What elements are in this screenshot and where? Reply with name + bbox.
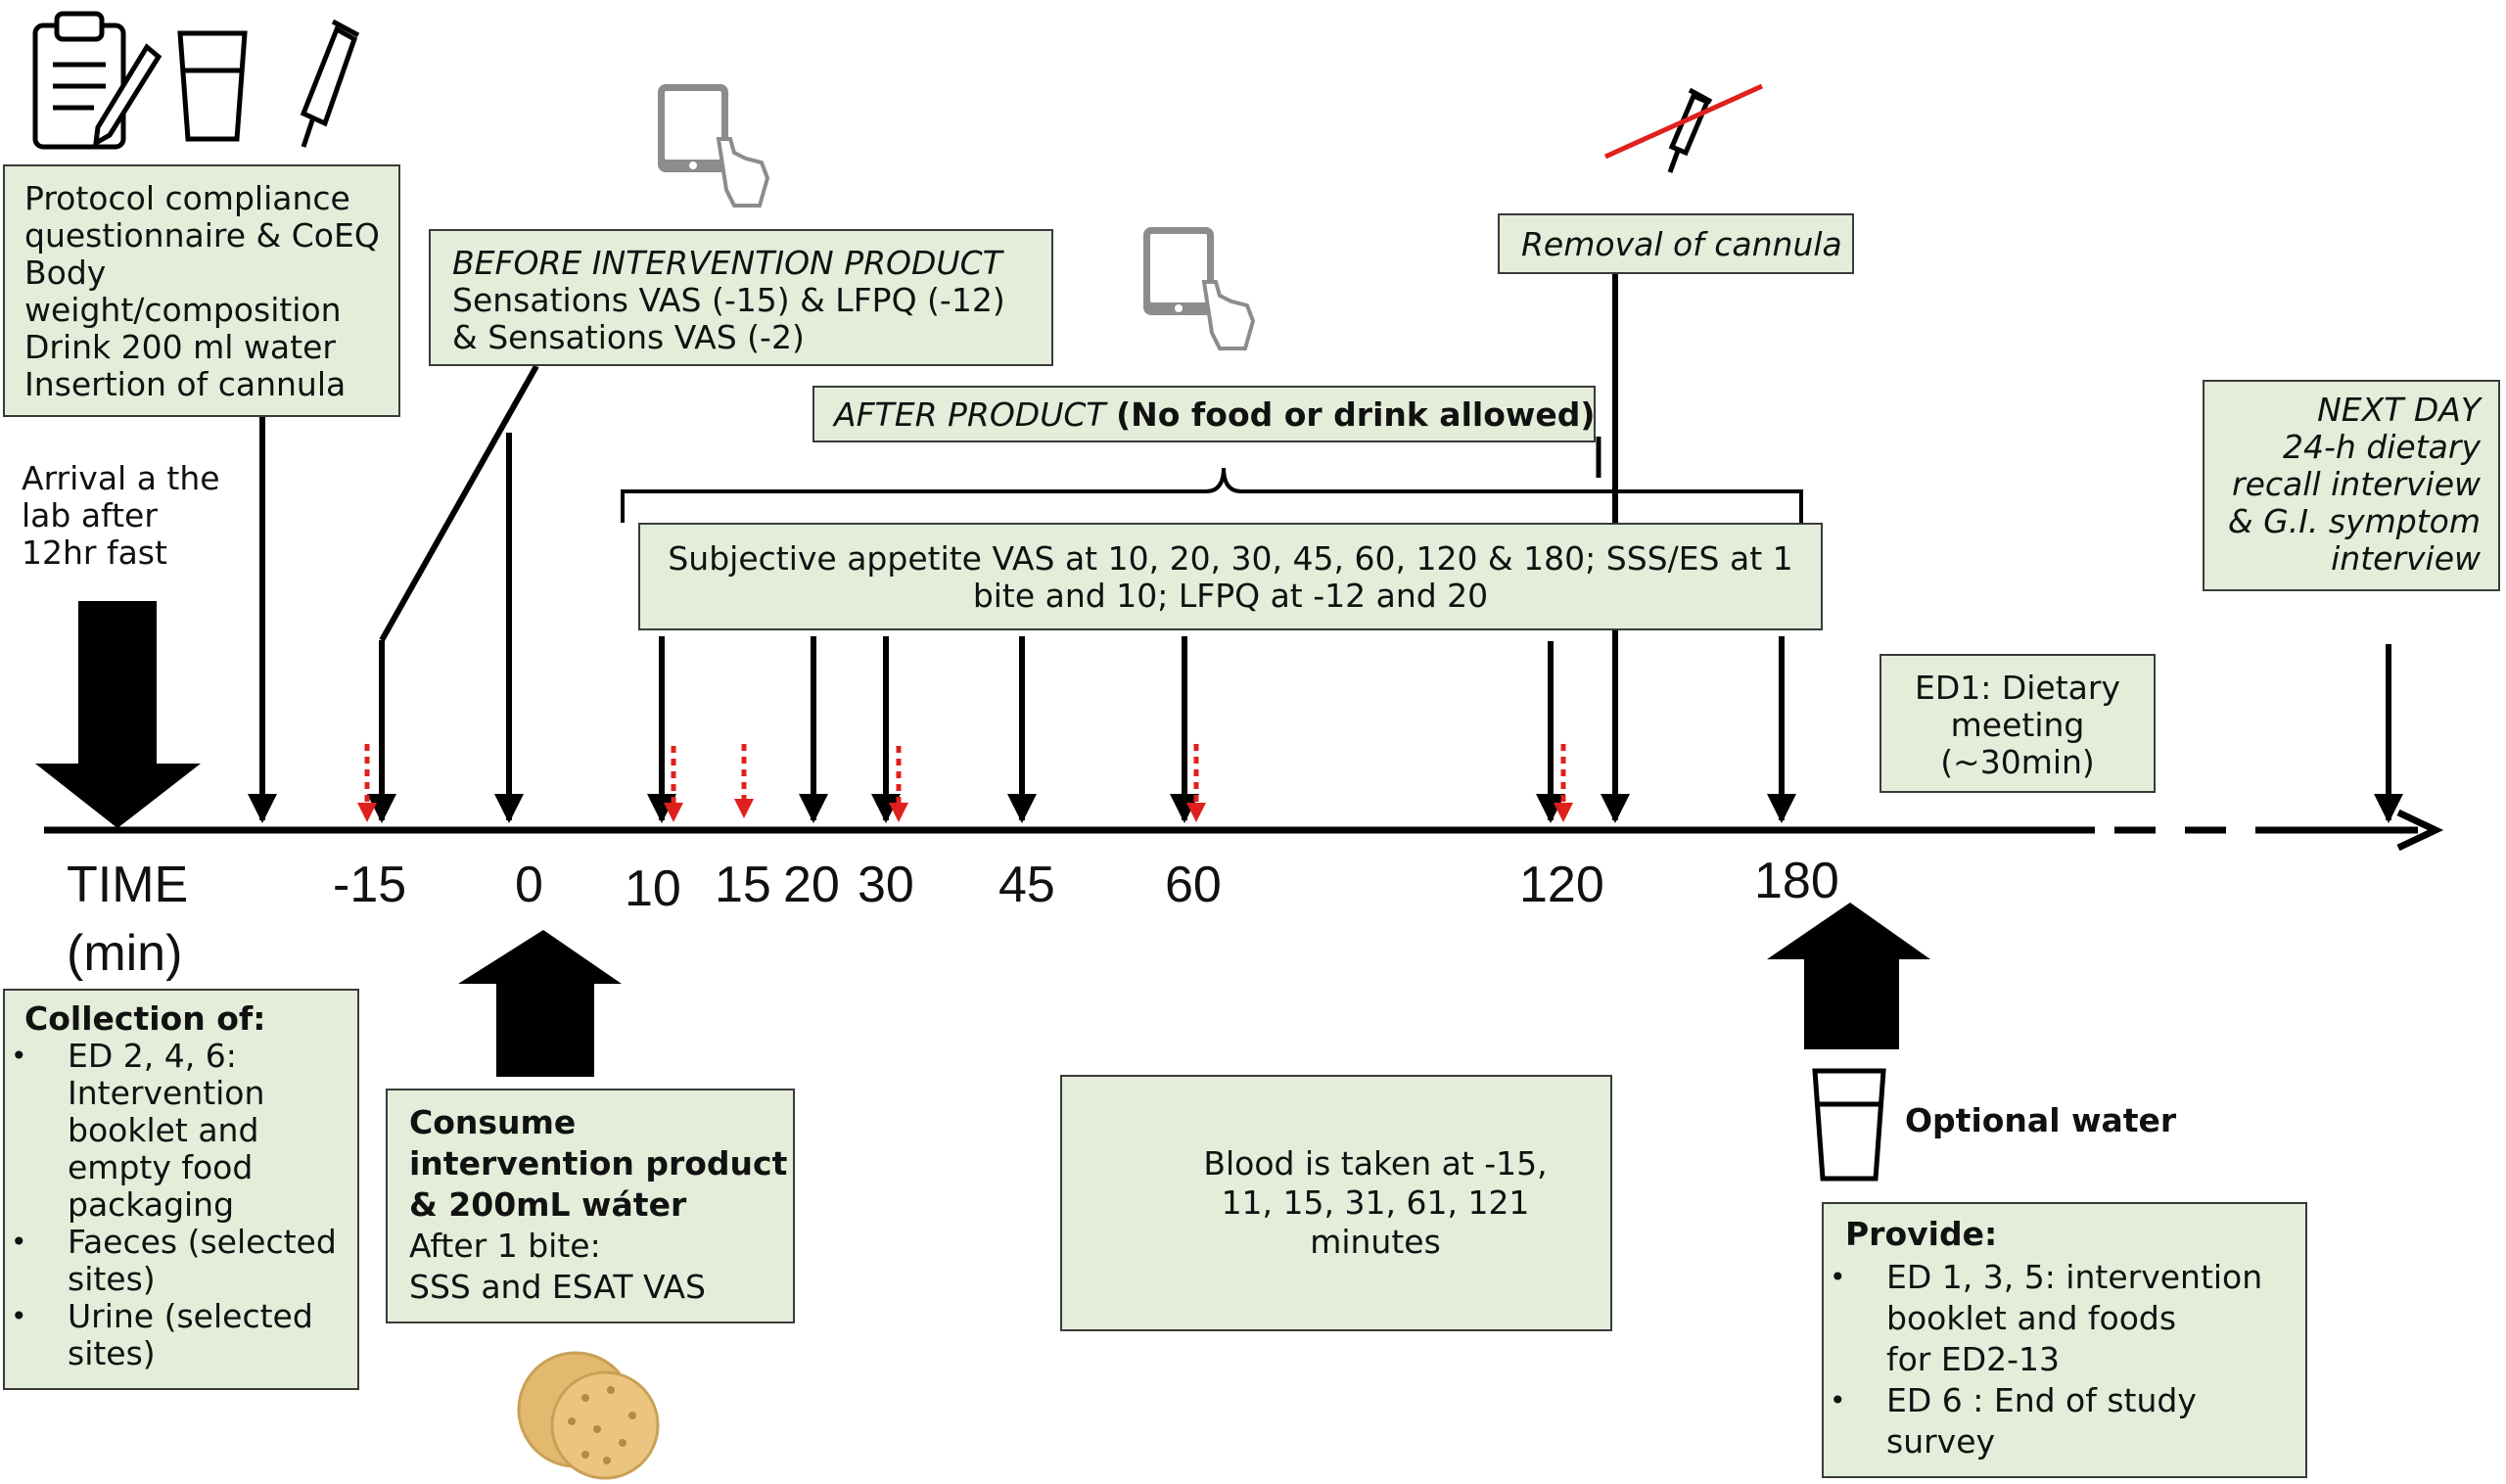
- provide-title: Provide:: [1845, 1215, 1998, 1253]
- consume-bold-line: Consume: [409, 1103, 577, 1141]
- collection-item: Urine (selected sites): [5, 1298, 337, 1372]
- next-day-line: interview: [2331, 539, 2481, 578]
- water-glass-icon: [177, 30, 248, 142]
- collection-item-line: empty food: [68, 1148, 254, 1186]
- time-axis-label: TIME: [67, 857, 189, 913]
- consume-big-arrow: [458, 930, 622, 1077]
- provide-item: ED 1, 3, 5: intervention booklet and foo…: [1824, 1257, 2262, 1380]
- water-glass-icon: [1812, 1068, 1886, 1182]
- collection-item-line: Urine (selected: [68, 1297, 313, 1335]
- arrival-line: Arrival a the: [22, 459, 220, 497]
- before-line: & Sensations VAS (-2): [452, 318, 805, 356]
- before-diagonal-connector: [379, 364, 539, 642]
- collection-item: ED 2, 4, 6: Intervention booklet and emp…: [5, 1038, 337, 1224]
- consume-bold-line: & 200mL wáter: [409, 1185, 687, 1224]
- water-big-arrow: [1767, 903, 1930, 1049]
- ed1-line: ED1: Dietary: [1914, 669, 2120, 707]
- next-day-line: & G.I. symptom: [2227, 502, 2481, 540]
- blood-box: Blood is taken at -15, 11, 15, 31, 61, 1…: [1060, 1075, 1612, 1331]
- provide-item-line: booklet and foods: [1886, 1299, 2177, 1337]
- collection-item-line: Faeces (selected: [68, 1223, 337, 1261]
- collection-item-line: packaging: [68, 1185, 235, 1224]
- provide-item-line: ED 6 : End of study: [1886, 1381, 2197, 1419]
- arrival-line: lab after: [22, 496, 158, 534]
- collection-item-line: ED 2, 4, 6:: [68, 1037, 237, 1075]
- tablet-touch-icon: [1143, 227, 1256, 350]
- before-title: BEFORE INTERVENTION PRODUCT: [452, 244, 1002, 282]
- tablet-touch-icon: [658, 84, 770, 208]
- tick-label: 30: [858, 857, 914, 913]
- ed1-box: ED1: Dietary meeting (~30min): [1880, 654, 2156, 793]
- ed1-line: (~30min): [1940, 743, 2095, 781]
- appetite-line: bite and 10; LFPQ at -12 and 20: [972, 577, 1489, 615]
- next-day-line: NEXT DAY: [2317, 391, 2481, 429]
- tick-label: 20: [783, 857, 840, 913]
- tick-label: 120: [1519, 857, 1604, 913]
- consume-line: SSS and ESAT VAS: [409, 1268, 706, 1306]
- blood-line: Blood is taken at -15,: [1203, 1144, 1548, 1183]
- arrival-line: 12hr fast: [22, 533, 167, 572]
- compliance-line: Protocol compliance: [24, 179, 350, 217]
- clipboard-icon: [32, 11, 162, 150]
- provide-list: ED 1, 3, 5: intervention booklet and foo…: [1824, 1257, 2262, 1462]
- provide-box: Provide: ED 1, 3, 5: intervention bookle…: [1822, 1202, 2307, 1478]
- compliance-box: Protocol compliance questionnaire & CoEQ…: [3, 164, 400, 417]
- next-day-line: recall interview: [2232, 465, 2481, 503]
- provide-item-line: ED 1, 3, 5: intervention: [1886, 1258, 2263, 1296]
- syringe-icon: [300, 19, 360, 148]
- provide-item-line: for ED2-13: [1886, 1340, 2061, 1378]
- after-product-bold: (No food or drink allowed): [1116, 395, 1596, 434]
- timeline-arrowhead: [2396, 809, 2444, 852]
- collection-box: Collection of: ED 2, 4, 6: Intervention …: [3, 989, 359, 1390]
- compliance-line: questionnaire & CoEQ: [24, 216, 380, 255]
- compliance-line: Insertion of cannula: [24, 365, 347, 403]
- next-day-box: NEXT DAY 24-h dietary recall interview &…: [2203, 380, 2500, 591]
- time-axis-unit: (min): [67, 925, 183, 982]
- tick-label: 10: [625, 860, 681, 917]
- optional-water-label: Optional water: [1905, 1101, 2177, 1139]
- crossed-syringe-icon: [1603, 83, 1764, 173]
- provide-item-line: survey: [1886, 1422, 1996, 1461]
- blood-line: 11, 15, 31, 61, 121: [1221, 1183, 1530, 1222]
- compliance-line: Drink 200 ml water: [24, 328, 336, 366]
- ed1-line: meeting: [1950, 706, 2085, 744]
- removal-box: Removal of cannula: [1498, 213, 1854, 274]
- tick-label: 60: [1165, 857, 1222, 913]
- next-day-line: 24-h dietary: [2283, 428, 2481, 466]
- tick-label: 45: [998, 857, 1055, 913]
- before-line: Sensations VAS (-15) & LFPQ (-12): [452, 281, 1005, 319]
- collection-item-line: Intervention: [68, 1074, 265, 1112]
- collection-item-line: sites): [68, 1334, 156, 1372]
- blood-line: minutes: [1310, 1223, 1441, 1261]
- arrival-big-arrow: [35, 601, 201, 828]
- after-product-box: AFTER PRODUCT (No food or drink allowed): [812, 386, 1596, 442]
- removal-text: Removal of cannula: [1521, 225, 1842, 263]
- collection-title: Collection of:: [24, 999, 266, 1038]
- tick-label: 15: [715, 857, 771, 913]
- after-product-label: AFTER PRODUCT (No food or drink allowed): [834, 396, 1595, 434]
- before-intervention-box: BEFORE INTERVENTION PRODUCT Sensations V…: [429, 229, 1053, 366]
- collection-list: ED 2, 4, 6: Intervention booklet and emp…: [5, 1038, 337, 1372]
- tick-label: 180: [1754, 853, 1839, 909]
- tick-label: -15: [333, 857, 407, 913]
- consume-box: Consume intervention product & 200mL wát…: [386, 1089, 795, 1323]
- after-product-bracket: [621, 467, 1803, 523]
- consume-bold-line: intervention product: [409, 1144, 788, 1183]
- after-product-italic: AFTER PRODUCT: [834, 395, 1106, 434]
- cookie-icon: [517, 1351, 660, 1480]
- collection-item-line: booklet and: [68, 1111, 259, 1149]
- collection-item-line: sites): [68, 1260, 156, 1298]
- collection-item: Faeces (selected sites): [5, 1224, 337, 1298]
- appetite-line: Subjective appetite VAS at 10, 20, 30, 4…: [668, 539, 1793, 578]
- consume-line: After 1 bite:: [409, 1227, 601, 1265]
- tick-label: 0: [515, 857, 543, 913]
- provide-item: ED 6 : End of study survey: [1824, 1380, 2262, 1462]
- appetite-box: Subjective appetite VAS at 10, 20, 30, 4…: [638, 523, 1823, 630]
- compliance-line: weight/composition: [24, 291, 342, 329]
- compliance-line: Body: [24, 254, 107, 292]
